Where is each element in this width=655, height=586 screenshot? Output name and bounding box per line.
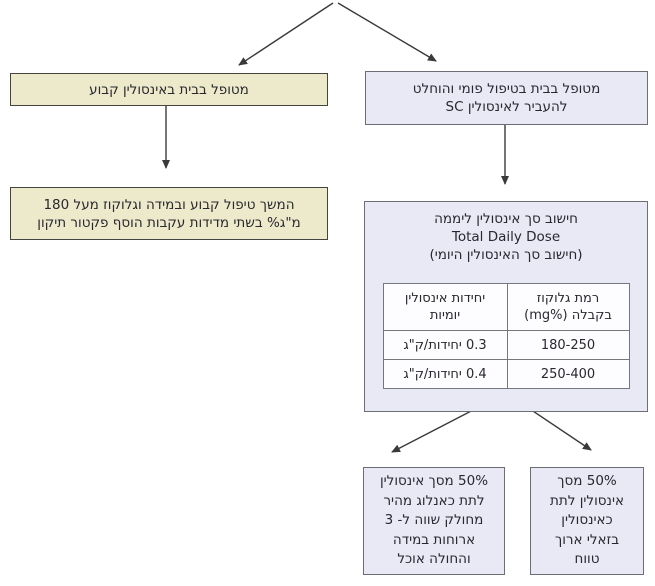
- glucose-header-line: בקבלה (mg%‎): [524, 308, 612, 323]
- node-continue-fixed-correction-factor: המשך טיפול קבוע ובמידה וגלוקוז מעל 180 מ…: [10, 187, 328, 240]
- node-text-line: 50% מסך אינסולין: [379, 473, 489, 490]
- tdd-subtitle-hebrew: (חישוב סך האינסולין היומי): [429, 247, 583, 263]
- node-text-line: לתת כאנלוג מהיר: [383, 492, 485, 509]
- node-text: מטופל בבית באינסולין קבוע: [89, 81, 249, 98]
- table-header-row: רמת גלוקוז בקבלה (mg%‎) יחידות אינסולין …: [382, 283, 630, 331]
- glucose-range-cell: 250-400: [506, 359, 630, 389]
- insulin-header-cell: יחידות אינסולין יומיות: [382, 283, 508, 331]
- insulin-header-line: יומיות: [429, 308, 461, 323]
- node-total-daily-dose: חישוב סך אינסולין ליממה Total Daily Dose…: [364, 201, 648, 412]
- node-text-line: 50% מסך: [557, 473, 617, 490]
- insulin-units-cell: 0.3 יחידות/ק"ג: [382, 330, 508, 360]
- insulin-units-cell: 0.4 יחידות/ק"ג: [382, 359, 508, 389]
- arrow-top-to-right-box: [337, 2, 437, 62]
- node-text-line: בזאלי ארוך: [554, 531, 620, 548]
- node-text-line: והחולה אוכל: [397, 551, 471, 568]
- node-text-line: מ"ג% בשתי מדידות עקבות הוסף פקטור תיקון: [37, 214, 301, 231]
- arrow-top-to-left-box: [238, 2, 334, 66]
- tdd-title-english: Total Daily Dose: [451, 229, 561, 245]
- node-basal-long-acting: 50% מסך אינסולין לתת כאינסולין בזאלי ארו…: [530, 467, 644, 575]
- tdd-title-hebrew: חישוב סך אינסולין ליממה: [434, 211, 578, 227]
- table-row: 180-250 0.3 יחידות/ק"ג: [382, 330, 630, 360]
- insulin-header-line: יחידות אינסולין: [404, 291, 486, 306]
- node-home-oral-switch-sc: מטופל בבית בטיפול פומי והוחלט להעביר לאי…: [365, 71, 648, 125]
- node-bolus-rapid-analog: 50% מסך אינסולין לתת כאנלוג מהיר מחולק ש…: [363, 467, 505, 575]
- node-text-line: להעביר לאינסולין SC: [445, 99, 568, 115]
- node-text-line: כאינסולין: [561, 512, 613, 529]
- table-row: 250-400 0.4 יחידות/ק"ג: [382, 359, 630, 389]
- glucose-header-line: רמת גלוקוז: [536, 291, 600, 306]
- node-text-line: מטופל בבית בטיפול פומי והוחלט: [412, 81, 601, 97]
- glucose-range-cell: 180-250: [506, 330, 630, 360]
- glucose-header-cell: רמת גלוקוז בקבלה (mg%‎): [506, 283, 630, 331]
- node-home-fixed-insulin: מטופל בבית באינסולין קבוע: [10, 73, 328, 106]
- node-text-line: אינסולין לתת: [550, 492, 624, 509]
- dose-table: רמת גלוקוז בקבלה (mg%‎) יחידות אינסולין …: [382, 283, 630, 389]
- node-text-line: ארוחות במידה: [392, 531, 476, 548]
- node-text-line: המשך טיפול קבוע ובמידה וגלוקוז מעל 180: [43, 196, 295, 213]
- node-text-line: טווח: [574, 551, 600, 568]
- node-text-line: מחולק שווה ל- 3: [384, 512, 484, 529]
